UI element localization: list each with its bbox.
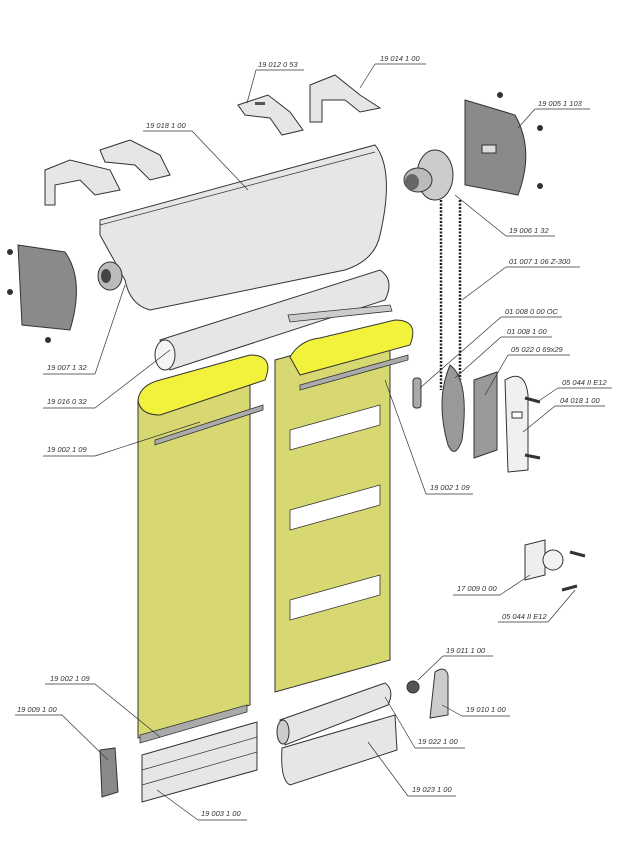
svg-text:19 014 1 00: 19 014 1 00: [380, 54, 420, 63]
ball-chain: [439, 200, 462, 390]
chain-tensioner: [504, 375, 529, 473]
roller-tube: [154, 269, 390, 371]
headrail-cassette: [99, 144, 387, 311]
part-label: 19 009 1 00: [15, 705, 109, 761]
bottom-end-cap: [99, 747, 119, 798]
svg-text:19 012 0 53: 19 012 0 53: [258, 60, 298, 69]
mounting-bracket-left-2: [99, 139, 171, 181]
adhesive-pad: [473, 371, 498, 459]
part-label: 01 008 0 00 OC: [419, 307, 562, 389]
screw-05044-top: [524, 396, 541, 460]
fabric-roller-blind: [137, 354, 269, 739]
svg-text:04 018 1 00: 04 018 1 00: [560, 396, 600, 405]
svg-text:19 002 1 09: 19 002 1 09: [430, 483, 470, 492]
svg-text:19 023 1 00: 19 023 1 00: [412, 785, 452, 794]
mounting-bracket-19014: [309, 74, 382, 123]
svg-text:19 016 0 32: 19 016 0 32: [47, 397, 87, 406]
bottom-rail: [141, 721, 258, 803]
chain-mechanism: [403, 149, 454, 201]
idler-plug: [97, 261, 123, 291]
svg-text:19 005 1 103: 19 005 1 103: [538, 99, 583, 108]
part-label: 19 018 1 00: [143, 121, 249, 191]
part-label: 17 009 0 00: [453, 574, 531, 596]
svg-text:19 002 1 09: 19 002 1 09: [47, 445, 87, 454]
bottom-plug: [406, 680, 420, 694]
svg-text:05 044 II E12: 05 044 II E12: [562, 378, 607, 387]
svg-text:19 006 1 32: 19 006 1 32: [509, 226, 549, 235]
mounting-bracket-19012: [237, 94, 304, 136]
svg-text:19 007 1 32: 19 007 1 32: [47, 363, 87, 372]
chain-hook: [524, 539, 564, 581]
svg-text:19 009 1 00: 19 009 1 00: [17, 705, 57, 714]
svg-text:01 007 1 06 Z-300: 01 007 1 06 Z-300: [509, 257, 571, 266]
part-label: 19 014 1 00: [359, 54, 426, 89]
svg-text:05 044 II E12: 05 044 II E12: [502, 612, 547, 621]
svg-text:19 003 1 00: 19 003 1 00: [201, 809, 241, 818]
part-label: 19 007 1 32: [43, 284, 126, 375]
bottom-strip: [139, 704, 248, 744]
part-label: 19 002 1 09: [45, 674, 161, 738]
svg-text:17 009 0 00: 17 009 0 00: [457, 584, 497, 593]
part-label: 05 044 II E12: [539, 378, 612, 401]
part-label: 19 005 1 103: [517, 99, 590, 129]
part-label: 19 003 1 00: [156, 789, 247, 821]
end-cap-left: [7, 244, 77, 343]
part-label: 19 002 1 09: [384, 379, 473, 495]
part-label: 05 022 0 69x29: [484, 345, 570, 396]
screw-05044-bottom: [561, 550, 586, 592]
weight-bar-left: [154, 404, 264, 446]
svg-text:19 010 1 00: 19 010 1 00: [466, 705, 506, 714]
part-label: 19 016 0 32: [43, 349, 171, 409]
part-label: 19 010 1 00: [441, 704, 510, 717]
part-label: 01 008 1 00: [454, 327, 552, 379]
svg-text:01 008 0 00 OC: 01 008 0 00 OC: [505, 307, 559, 316]
part-label: 19 012 0 53: [246, 60, 304, 104]
part-label: 01 007 1 06 Z-300: [461, 257, 580, 301]
fabric-day-night: [274, 304, 414, 693]
part-label: 19 006 1 32: [454, 194, 555, 237]
svg-text:19 018 1 00: 19 018 1 00: [146, 121, 186, 130]
svg-text:19 002 1 09: 19 002 1 09: [50, 674, 90, 683]
bottom-tube: [276, 682, 392, 746]
mounting-bracket-left-1: [44, 159, 121, 206]
part-label: 19 002 1 09: [43, 421, 201, 457]
svg-text:19 011 1 00: 19 011 1 00: [446, 646, 486, 655]
svg-text:19 022 1 00: 19 022 1 00: [418, 737, 458, 746]
chain-weight: [441, 364, 465, 452]
chain-stopper: [412, 377, 422, 409]
end-cap-right: [464, 92, 543, 196]
part-label: 19 023 1 00: [367, 741, 456, 797]
bottom-profile: [281, 714, 398, 786]
svg-text:01 008 1 00: 01 008 1 00: [507, 327, 547, 336]
part-label: 05 044 II E12: [498, 589, 576, 623]
part-label: 19 011 1 00: [417, 646, 493, 681]
bottom-end-clip: [429, 668, 449, 719]
weight-bar-right: [299, 354, 409, 391]
svg-text:05 022 0 69x29: 05 022 0 69x29: [511, 345, 564, 354]
part-label: 04 018 1 00: [522, 396, 605, 433]
part-label: 19 022 1 00: [384, 696, 465, 749]
